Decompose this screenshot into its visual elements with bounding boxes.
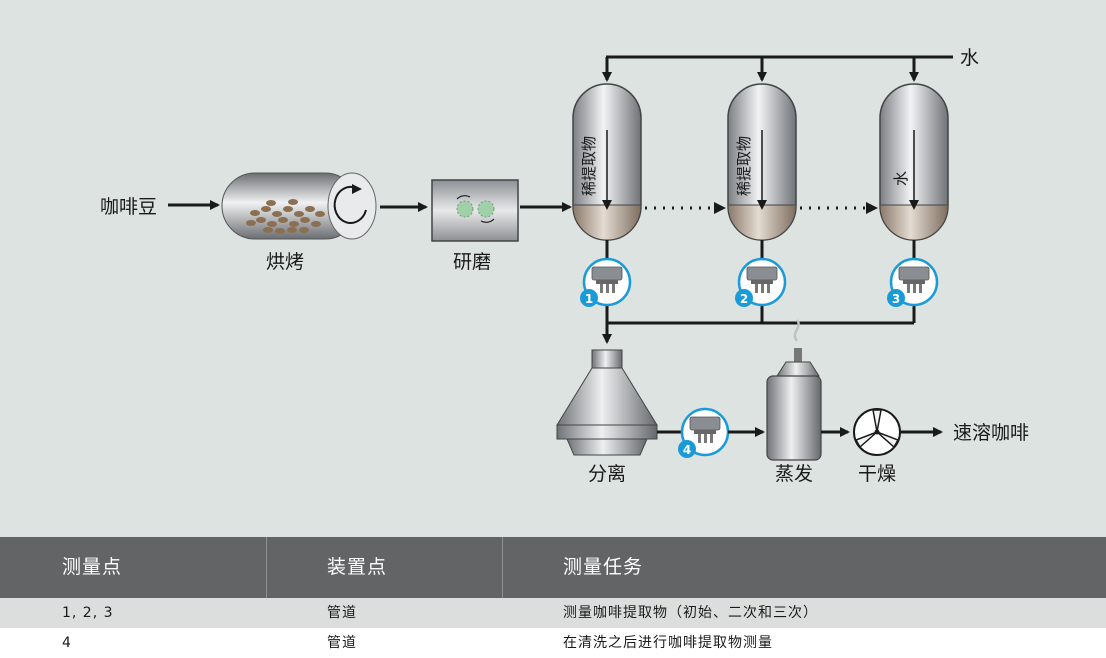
- sensor-1: 1: [580, 257, 632, 307]
- coffee-beans-label: 咖啡豆: [100, 196, 157, 218]
- header-installation-point: 装置点: [327, 556, 388, 578]
- instant-coffee-label: 速溶咖啡: [953, 422, 1029, 444]
- sensor-number: 2: [740, 292, 748, 306]
- roaster-drum: [221, 172, 377, 240]
- tank-1-label: 稀提取物: [580, 136, 598, 196]
- sensor-2: 2: [735, 257, 787, 307]
- table-row: 1, 2, 3 管道 测量咖啡提取物（初始、二次和三次）: [0, 598, 1106, 628]
- drying-label: 干燥: [858, 463, 896, 485]
- grinding-label: 研磨: [453, 251, 491, 273]
- tank-2-label: 稀提取物: [735, 136, 753, 196]
- extraction-tank-1: 稀提取物: [572, 83, 642, 241]
- header-measuring-point: 测量点: [62, 556, 123, 578]
- separation-label: 分离: [588, 463, 626, 485]
- header-measurement-task: 测量任务: [563, 556, 644, 578]
- sensor-4: 4: [678, 407, 730, 458]
- process-diagram: 咖啡豆 烘烤 研磨 水: [100, 47, 1030, 485]
- cell-installation-point: 管道: [327, 605, 357, 621]
- table-row: 4 管道 在清洗之后进行咖啡提取物测量: [0, 628, 1106, 658]
- extraction-tank-2: 稀提取物: [727, 83, 797, 241]
- cell-measuring-point: 4: [62, 635, 72, 651]
- header-divider: [266, 537, 267, 598]
- water-label: 水: [960, 47, 979, 69]
- evaporator: [766, 319, 822, 461]
- tank-3-label: 水: [892, 171, 910, 186]
- roasting-label: 烘烤: [266, 251, 304, 273]
- header-divider: [502, 537, 503, 598]
- cell-measuring-point: 1, 2, 3: [62, 605, 114, 621]
- sensor-number: 1: [585, 292, 593, 306]
- cell-measurement-task: 测量咖啡提取物（初始、二次和三次）: [563, 605, 818, 621]
- dryer-fan: [853, 408, 901, 456]
- evaporation-label: 蒸发: [775, 463, 813, 485]
- grinder: [431, 179, 519, 242]
- cell-installation-point: 管道: [327, 635, 357, 651]
- table-header: 测量点 装置点 测量任务: [0, 537, 1106, 598]
- extraction-tank-3: 水: [879, 83, 949, 241]
- separator: [556, 349, 658, 456]
- sensor-number: 3: [892, 292, 900, 306]
- measurement-table: 测量点 装置点 测量任务 1, 2, 3 管道 测量咖啡提取物（初始、二次和三次…: [0, 537, 1106, 658]
- sensor-3: 3: [887, 257, 939, 307]
- sensor-number: 4: [683, 443, 691, 457]
- cell-measurement-task: 在清洗之后进行咖啡提取物测量: [563, 635, 773, 651]
